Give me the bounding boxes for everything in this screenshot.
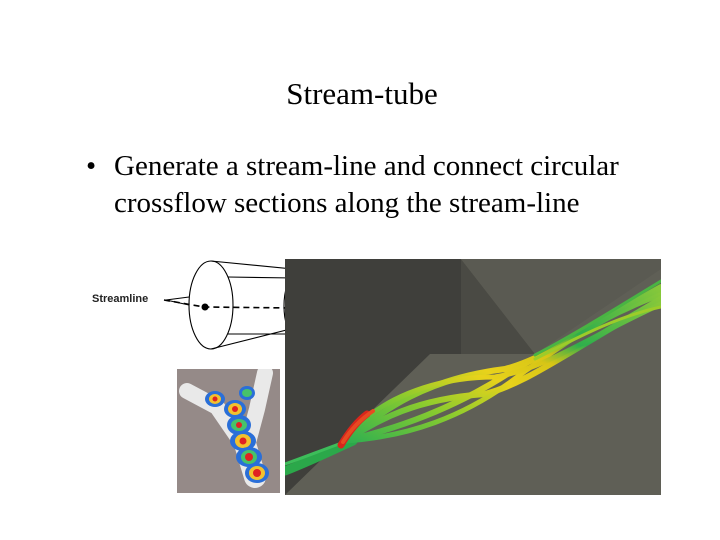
cutting-plane xyxy=(285,259,461,495)
slide-title: Stream-tube xyxy=(286,76,438,111)
bullet-marker: • xyxy=(86,150,97,182)
stream-tube-render xyxy=(285,259,661,495)
bullet-text: Generate a stream-line and connect circu… xyxy=(114,150,619,219)
colored-sections xyxy=(205,386,269,483)
streamline-label: Streamline xyxy=(92,293,148,305)
stream-tubes xyxy=(285,279,661,476)
branching-tube-image xyxy=(177,369,280,493)
